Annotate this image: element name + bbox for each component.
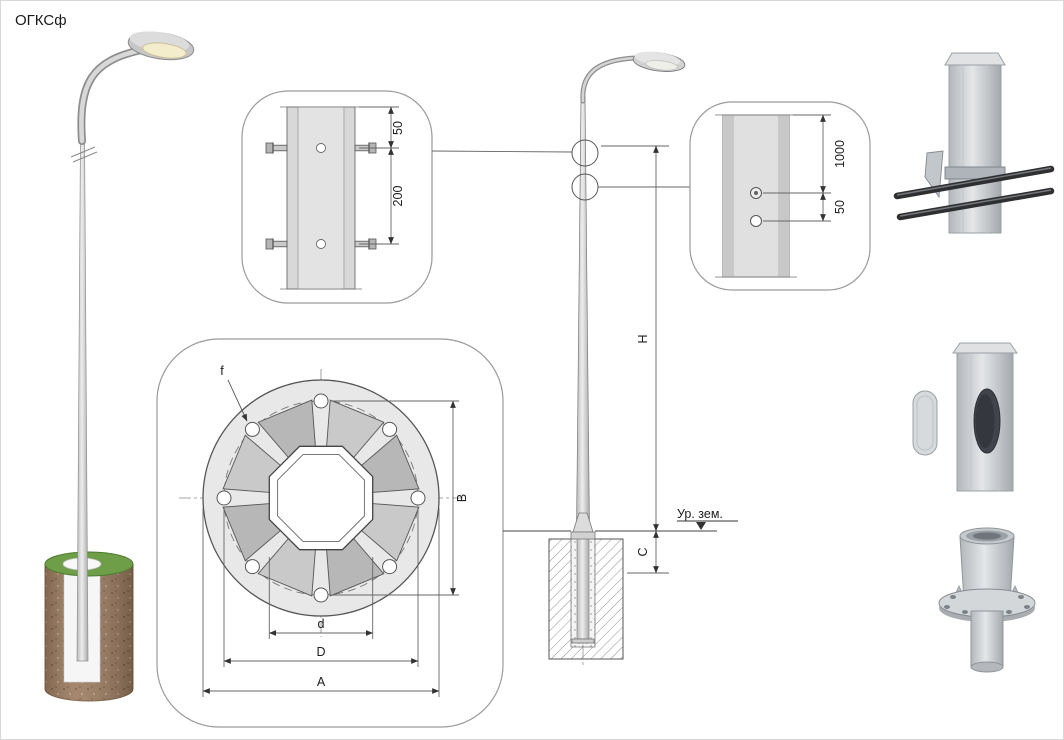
dim-label-H: H [636,334,650,343]
detail-top-section: 50 200 [241,90,433,304]
mounting-hole [316,239,326,249]
flange-bolt-holes [944,595,1030,614]
pole-elevation: H C Ур. зем. [503,51,738,665]
base-shoe [572,512,594,533]
pole-3d-render [44,31,195,702]
leader-line [227,379,248,422]
flange-holes [216,393,426,603]
leader-line [431,150,573,153]
dim-label-d: d [318,617,325,631]
dim-label-C: C [636,547,650,556]
pole-shaft-3d [76,130,89,662]
mounting-hole [316,143,326,153]
detail-flange-plan: f B d D A [156,338,504,728]
bracket-arm [580,55,638,104]
break-mark [70,146,96,158]
detail-callout-circle-1 [571,139,599,167]
lamp-lens [142,42,187,59]
anchor-rods [893,165,1055,221]
dimension-H-C [601,145,669,574]
door-cover [912,390,938,456]
page-title: ОГКСф [15,12,67,29]
dimension-A [202,508,440,697]
pole-wall [277,454,365,542]
dim-label-D: D [316,645,325,659]
dim-label-1000: 1000 [833,140,847,168]
dim-label-200: 200 [391,186,405,207]
ground-level-label: Ур. зем. [677,507,723,521]
lower-tube [970,610,1004,668]
dim-label-50: 50 [833,200,847,214]
dimension-B [331,400,459,596]
dim-label-50: 50 [391,121,405,135]
access-door-3d [912,342,1018,492]
pole-cap [944,52,1006,66]
foundation-3d [44,551,134,702]
gusset-ribs [222,399,420,597]
pole-embedded [576,537,590,640]
luminaire-3d [127,31,195,61]
detail-pole-holes: 1000 50 [689,101,871,291]
dim-label-B: B [455,494,469,502]
base-shoe-3d [938,527,1036,673]
pole-shaft [576,96,590,533]
base-plate [571,638,595,644]
pole-top-3d [893,52,1055,234]
ground-level-symbol [696,522,706,530]
dimension-lines [763,114,831,222]
dimension-d [268,557,374,639]
dim-label-f: f [220,364,224,378]
dimension-D [223,508,419,667]
bracket-arm-3d [77,46,145,145]
dimension-lines [359,106,399,245]
ground-flange [570,531,596,540]
dim-label-A: A [317,675,326,689]
luminaire [632,51,686,72]
clamp-band [944,166,1006,180]
bolt-hole [750,215,762,227]
